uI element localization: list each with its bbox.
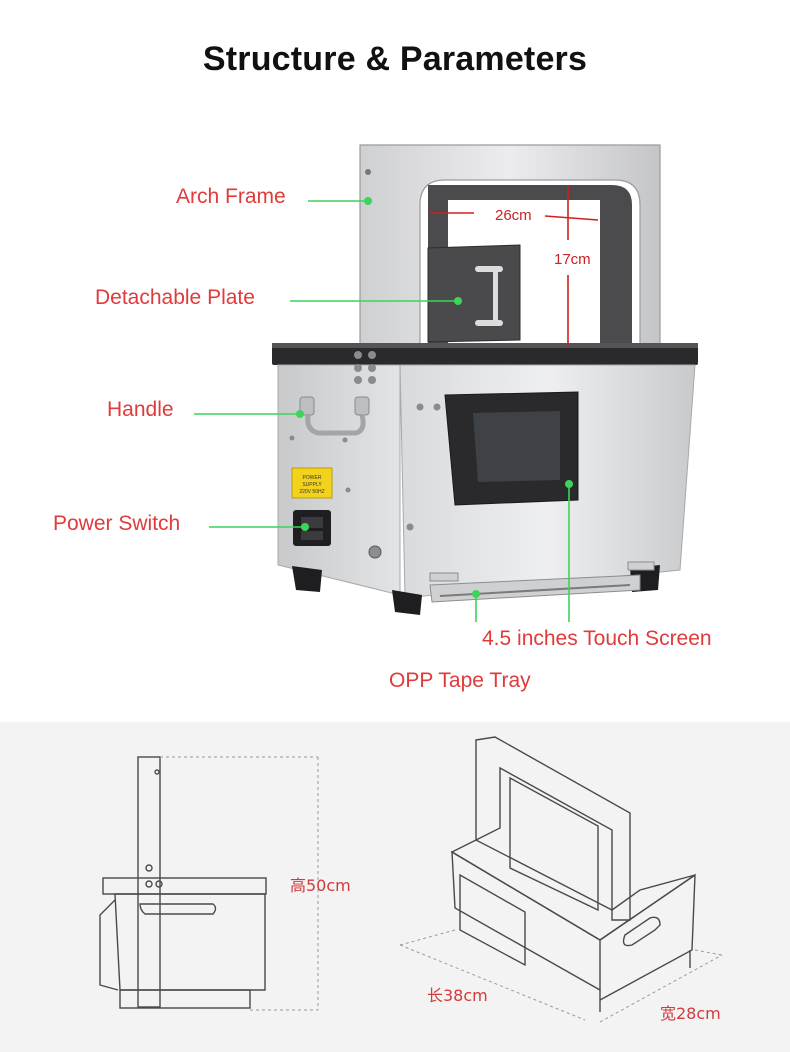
power-supply-sticker	[291, 467, 333, 499]
handle	[299, 396, 370, 436]
side-view-drawing	[99, 756, 267, 1009]
touch-screen	[444, 391, 579, 506]
drawing-background	[0, 722, 790, 1052]
label-handle: Handle	[107, 398, 174, 421]
leader-lines	[194, 197, 573, 622]
photo-dimension-lines	[430, 185, 599, 345]
detachable-plate	[427, 244, 521, 343]
machine-feet	[292, 565, 660, 615]
photo-width-dimension: 26cm	[495, 207, 532, 224]
opp-tape-tray	[429, 561, 655, 603]
label-detachable-plate: Detachable Plate	[95, 286, 255, 309]
label-arch-frame: Arch Frame	[176, 185, 286, 208]
page-title: Structure & Parameters	[202, 40, 588, 78]
drawing-width-dimension: 宽28cm	[660, 1004, 721, 1023]
photo-height-dimension: 17cm	[554, 251, 591, 268]
top-plate	[272, 343, 698, 365]
drawing-length-dimension: 长38cm	[427, 986, 488, 1005]
label-touch-screen: 4.5 inches Touch Screen	[482, 627, 712, 650]
label-tape-tray: OPP Tape Tray	[389, 669, 531, 692]
drawing-height-dimension: 高50cm	[290, 876, 351, 895]
power-supply-sticker-text: POWER SUPPLY 220V 50HZ	[299, 475, 325, 495]
perspective-drawing	[450, 736, 696, 1012]
power-switch	[293, 510, 382, 559]
label-power-switch: Power Switch	[53, 512, 181, 535]
